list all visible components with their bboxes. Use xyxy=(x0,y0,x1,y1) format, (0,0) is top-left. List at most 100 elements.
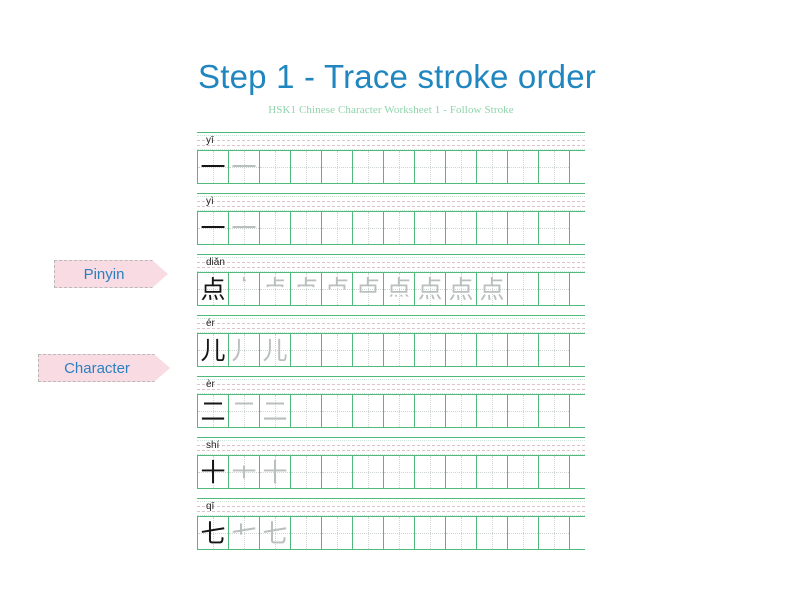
grid-cell[interactable] xyxy=(260,212,291,244)
grid-cell[interactable] xyxy=(415,517,446,549)
grid-cell[interactable] xyxy=(353,517,384,549)
grid-cell[interactable]: 一 xyxy=(229,151,260,183)
grid-cell[interactable] xyxy=(353,456,384,488)
pinyin-guide-band: qī xyxy=(197,498,585,516)
grid-cell[interactable]: 点 xyxy=(384,273,415,305)
grid-cell[interactable] xyxy=(508,151,539,183)
grid-cell[interactable] xyxy=(291,151,322,183)
grid-cell[interactable] xyxy=(384,395,415,427)
grid-cell[interactable] xyxy=(508,456,539,488)
grid-cell[interactable] xyxy=(384,334,415,366)
grid-cell[interactable] xyxy=(353,151,384,183)
grid-cell[interactable]: 十 xyxy=(198,456,229,488)
grid-cell[interactable]: 一 xyxy=(198,212,229,244)
grid-cell[interactable] xyxy=(539,151,570,183)
grid-cell[interactable]: 儿 xyxy=(229,334,260,366)
stroke-step-character: 点 xyxy=(386,274,412,304)
grid-cell[interactable]: 儿 xyxy=(198,334,229,366)
grid-cell[interactable] xyxy=(508,273,539,305)
grid-cell[interactable] xyxy=(384,212,415,244)
callout-character: Character xyxy=(38,354,170,382)
grid-cell[interactable] xyxy=(446,151,477,183)
pinyin-label: diǎn xyxy=(206,257,225,268)
grid-cell[interactable] xyxy=(260,151,291,183)
pinyin-label: yī xyxy=(206,135,214,146)
grid-cell[interactable] xyxy=(384,517,415,549)
grid-cell[interactable]: 一 xyxy=(229,212,260,244)
grid-cell[interactable] xyxy=(508,395,539,427)
grid-cell[interactable]: 点 xyxy=(477,273,508,305)
grid-cell[interactable]: 七 xyxy=(229,517,260,549)
grid-cell[interactable] xyxy=(322,334,353,366)
grid-cell[interactable] xyxy=(446,395,477,427)
grid-cell[interactable]: 点 xyxy=(291,273,322,305)
grid-cell[interactable] xyxy=(322,212,353,244)
grid-cell[interactable]: 一 xyxy=(198,151,229,183)
grid-cell[interactable] xyxy=(415,212,446,244)
grid-cell[interactable] xyxy=(291,212,322,244)
grid-cell[interactable] xyxy=(322,517,353,549)
grid-cell[interactable] xyxy=(508,212,539,244)
grid-cell[interactable] xyxy=(415,395,446,427)
model-character: 一 xyxy=(200,152,226,182)
grid-cell[interactable] xyxy=(477,395,508,427)
grid-cell[interactable] xyxy=(539,212,570,244)
grid-cell[interactable]: 点 xyxy=(353,273,384,305)
grid-cell[interactable] xyxy=(539,273,570,305)
grid-cell[interactable] xyxy=(477,334,508,366)
grid-cell[interactable] xyxy=(477,517,508,549)
grid-cell[interactable] xyxy=(384,151,415,183)
grid-cell[interactable] xyxy=(415,456,446,488)
grid-cell[interactable] xyxy=(291,517,322,549)
grid-cell[interactable] xyxy=(353,334,384,366)
grid-cell[interactable] xyxy=(322,151,353,183)
grid-cell[interactable] xyxy=(539,395,570,427)
stroke-step-character: 点 xyxy=(324,274,350,304)
pinyin-guide-line xyxy=(197,393,585,394)
grid-cell[interactable] xyxy=(477,151,508,183)
grid-cell[interactable] xyxy=(291,334,322,366)
grid-cell[interactable] xyxy=(477,212,508,244)
grid-cell[interactable]: 二 xyxy=(229,395,260,427)
grid-cell[interactable] xyxy=(415,334,446,366)
pinyin-guide-line xyxy=(197,389,585,390)
grid-cell[interactable] xyxy=(415,151,446,183)
grid-cell[interactable] xyxy=(322,395,353,427)
grid-cell[interactable] xyxy=(477,456,508,488)
stroke-step-character: 一 xyxy=(231,152,257,182)
grid-cell[interactable]: 七 xyxy=(198,517,229,549)
grid-cell[interactable] xyxy=(446,334,477,366)
grid-cell[interactable]: 十 xyxy=(229,456,260,488)
grid-cell[interactable] xyxy=(322,456,353,488)
grid-cell[interactable]: 二 xyxy=(198,395,229,427)
grid-cell[interactable]: 点 xyxy=(229,273,260,305)
pinyin-guide-line xyxy=(197,328,585,329)
grid-cell[interactable] xyxy=(446,212,477,244)
pinyin-guide-band: yì xyxy=(197,193,585,211)
callout-pinyin: Pinyin xyxy=(54,260,168,288)
pinyin-guide-line xyxy=(197,332,585,333)
grid-cell[interactable] xyxy=(353,212,384,244)
grid-cell[interactable]: 点 xyxy=(198,273,229,305)
grid-cell[interactable]: 十 xyxy=(260,456,291,488)
grid-cell[interactable] xyxy=(446,456,477,488)
grid-cell[interactable] xyxy=(384,456,415,488)
grid-cell[interactable]: 二 xyxy=(260,395,291,427)
grid-cell[interactable]: 点 xyxy=(260,273,291,305)
grid-cell[interactable]: 七 xyxy=(260,517,291,549)
pinyin-guide-line xyxy=(197,135,585,136)
grid-cell[interactable] xyxy=(291,395,322,427)
grid-cell[interactable] xyxy=(508,334,539,366)
grid-cell[interactable] xyxy=(446,517,477,549)
grid-cell[interactable] xyxy=(539,456,570,488)
grid-cell[interactable] xyxy=(508,517,539,549)
grid-cell[interactable] xyxy=(291,456,322,488)
grid-cell[interactable] xyxy=(353,395,384,427)
grid-cell[interactable] xyxy=(539,334,570,366)
grid-cell[interactable]: 点 xyxy=(415,273,446,305)
grid-cell[interactable]: 点 xyxy=(322,273,353,305)
grid-cell[interactable] xyxy=(539,517,570,549)
grid-cell[interactable]: 点 xyxy=(446,273,477,305)
grid-cell[interactable]: 儿 xyxy=(260,334,291,366)
